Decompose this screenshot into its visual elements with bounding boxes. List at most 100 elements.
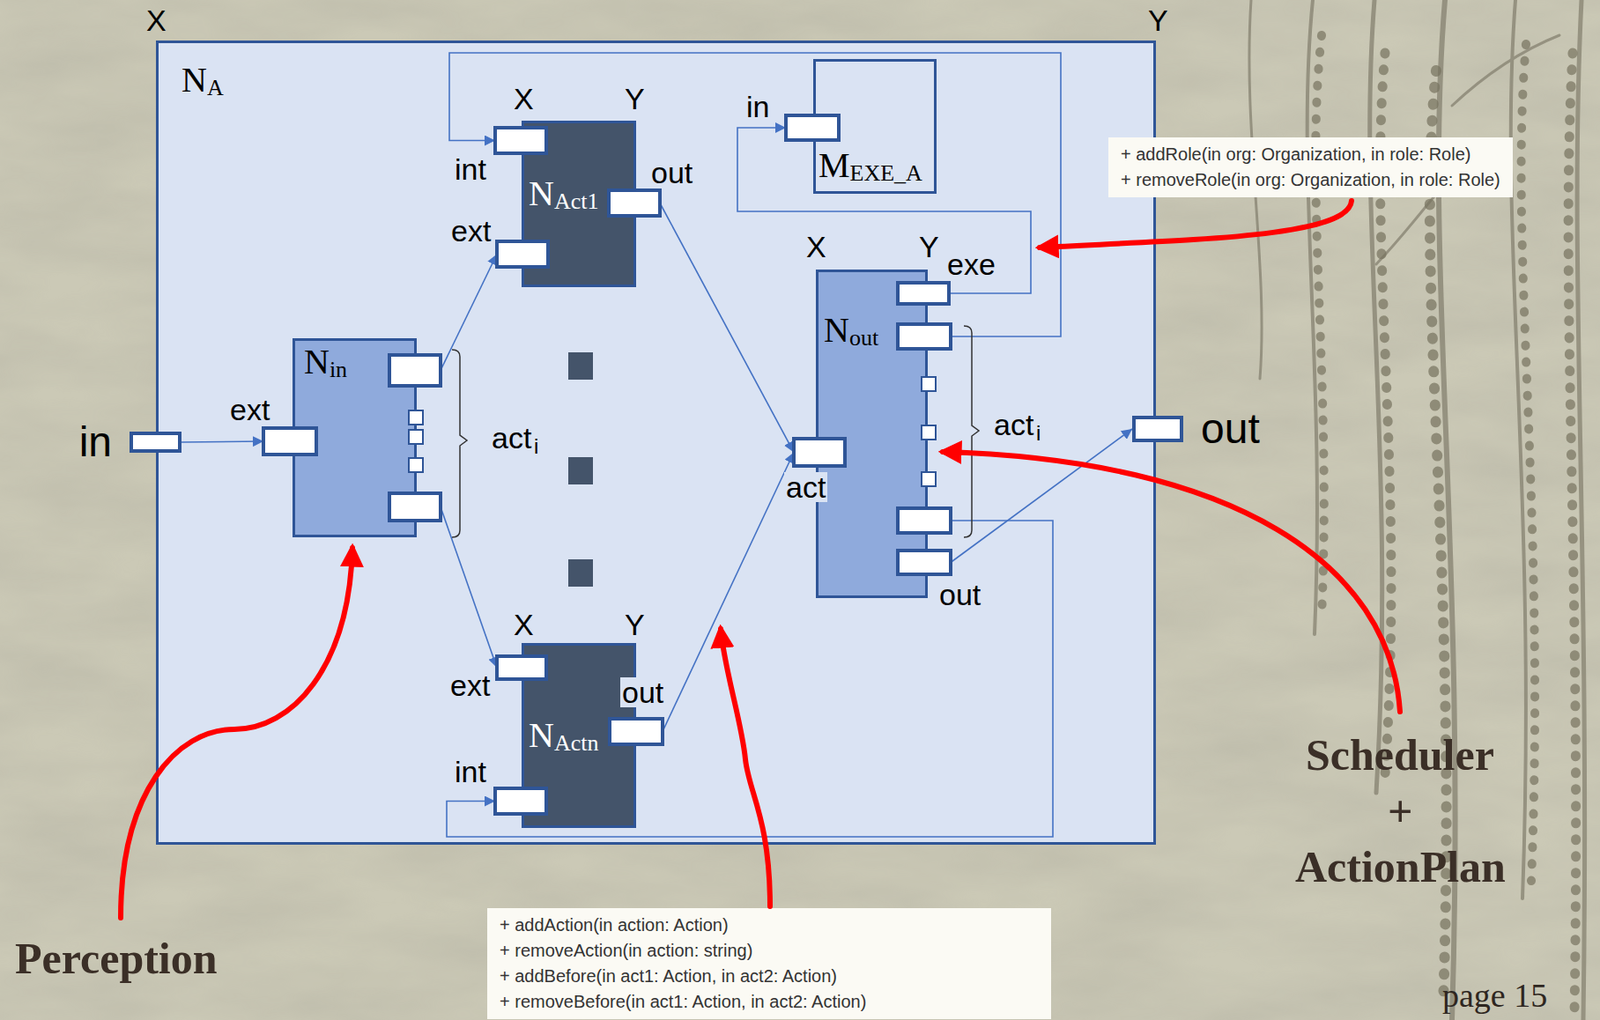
- label-holder: Y: [622, 609, 647, 640]
- page-number: page 15: [1442, 978, 1548, 1013]
- label-holder: out: [937, 579, 983, 610]
- module-title: NActn: [528, 716, 599, 757]
- action-box: NAct1: [521, 120, 637, 288]
- label-holder: X: [511, 83, 536, 114]
- connector-arrow: [449, 52, 1061, 337]
- subscript-label: i: [1036, 422, 1041, 445]
- port-node: in: [129, 431, 182, 453]
- port-label-holder: out: [1200, 407, 1260, 451]
- label-holder: int: [452, 154, 489, 185]
- module-subscript: Act1: [554, 188, 600, 215]
- port-label: ext: [449, 215, 493, 246]
- module-subscript: A: [207, 74, 224, 101]
- callout-heading: ActionPlan: [1295, 844, 1506, 889]
- port-label: ext: [228, 394, 272, 425]
- port-label: out: [620, 677, 666, 708]
- method-signature: + addAction(in action: Action): [499, 912, 1039, 939]
- module-name: N: [528, 173, 555, 214]
- module-subscript: EXE_A: [850, 160, 923, 186]
- label-holder: ext: [449, 215, 493, 246]
- action-box: NActn: [521, 643, 637, 829]
- method-signature: + removeRole(in org: Organization, in ro…: [1120, 167, 1501, 193]
- connector-arrow: [181, 441, 264, 443]
- module-subscript: in: [329, 356, 348, 383]
- port-label: act: [489, 422, 534, 453]
- subscript-label: i: [533, 436, 539, 458]
- label-holder: +: [1387, 789, 1414, 834]
- label-holder: act: [489, 422, 534, 453]
- module-subscript: out: [849, 325, 879, 351]
- module-title: Nin: [303, 342, 348, 384]
- connector-arrow: [659, 203, 794, 453]
- label-holder: Y: [1148, 5, 1169, 36]
- connector-arrow: [440, 254, 497, 371]
- module-title: NAct1: [528, 174, 599, 215]
- beads: [1315, 35, 1325, 617]
- port-label: ext: [448, 670, 492, 701]
- corner-label: Y: [1148, 5, 1169, 36]
- label-holder: ActionPlan: [1295, 844, 1506, 889]
- port-label: out: [937, 579, 983, 610]
- module-box: Nout: [815, 269, 928, 599]
- method-signature: + addRole(in org: Organization, in role:…: [1120, 141, 1501, 168]
- method-signature: + removeBefore(in act1: Action, in act2:…: [499, 989, 1039, 1015]
- connector-arrow: [950, 429, 1133, 563]
- branch: [1577, 0, 1586, 1020]
- label-holder: Y: [622, 83, 647, 114]
- module-name: N: [303, 341, 330, 382]
- branch: [1307, 0, 1318, 635]
- method-signature: + removeAction(in action: string): [499, 938, 1039, 964]
- module-subscript: Actn: [554, 730, 600, 756]
- port-label: act: [784, 472, 828, 503]
- method-callout: + addAction(in action: Action)+ removeAc…: [487, 908, 1052, 1020]
- port-label: X: [511, 83, 536, 114]
- beads: [1521, 44, 1535, 882]
- label-holder: act: [784, 472, 828, 503]
- port-label: out: [1200, 405, 1260, 452]
- label-holder: in: [744, 91, 771, 122]
- port-label: exe: [945, 249, 998, 280]
- module-title: MEXE_A: [818, 146, 923, 187]
- label-holder: act: [992, 409, 1036, 440]
- connector-arrow: [440, 507, 497, 669]
- method-callout: + addRole(in org: Organization, in role:…: [1108, 137, 1513, 198]
- branch: [1511, 0, 1526, 899]
- port-label: int: [452, 154, 489, 185]
- label-holder: i: [1036, 422, 1041, 445]
- port-label: Y: [917, 231, 941, 262]
- module-box: Nin: [292, 338, 417, 538]
- label-holder: out: [620, 677, 666, 708]
- label-holder: Perception: [14, 936, 218, 981]
- port-label: Y: [622, 609, 647, 640]
- label-holder: Y: [917, 231, 941, 262]
- connector-arrow: [662, 452, 794, 733]
- port-label: X: [804, 231, 829, 262]
- label-holder: Scheduler: [1305, 733, 1495, 778]
- port-label: out: [649, 157, 695, 188]
- port-label: act: [992, 409, 1036, 440]
- beads: [1568, 52, 1577, 1014]
- port-label: in: [79, 418, 112, 466]
- callout-heading: Scheduler: [1305, 733, 1495, 778]
- label-holder: int: [452, 756, 489, 787]
- label-holder: X: [511, 609, 536, 640]
- label-holder: exe: [945, 249, 998, 280]
- callout-heading: +: [1387, 789, 1414, 834]
- label-holder: X: [804, 231, 829, 262]
- port-label: Y: [622, 83, 647, 114]
- executor-box: MEXE_A: [813, 59, 937, 194]
- label-holder: page 15: [1442, 978, 1548, 1013]
- method-signature: + addBefore(in act1: Action, in act2: Ac…: [499, 963, 1039, 990]
- port-label: int: [452, 756, 489, 787]
- port-label-holder: in: [79, 421, 112, 464]
- module-name: N: [823, 310, 850, 350]
- corner-label: X: [146, 5, 167, 36]
- label-holder: out: [649, 157, 695, 188]
- label-holder: i: [533, 436, 539, 458]
- port-label: in: [744, 91, 771, 122]
- label-holder: ext: [448, 670, 492, 701]
- module-title: NA: [181, 60, 224, 102]
